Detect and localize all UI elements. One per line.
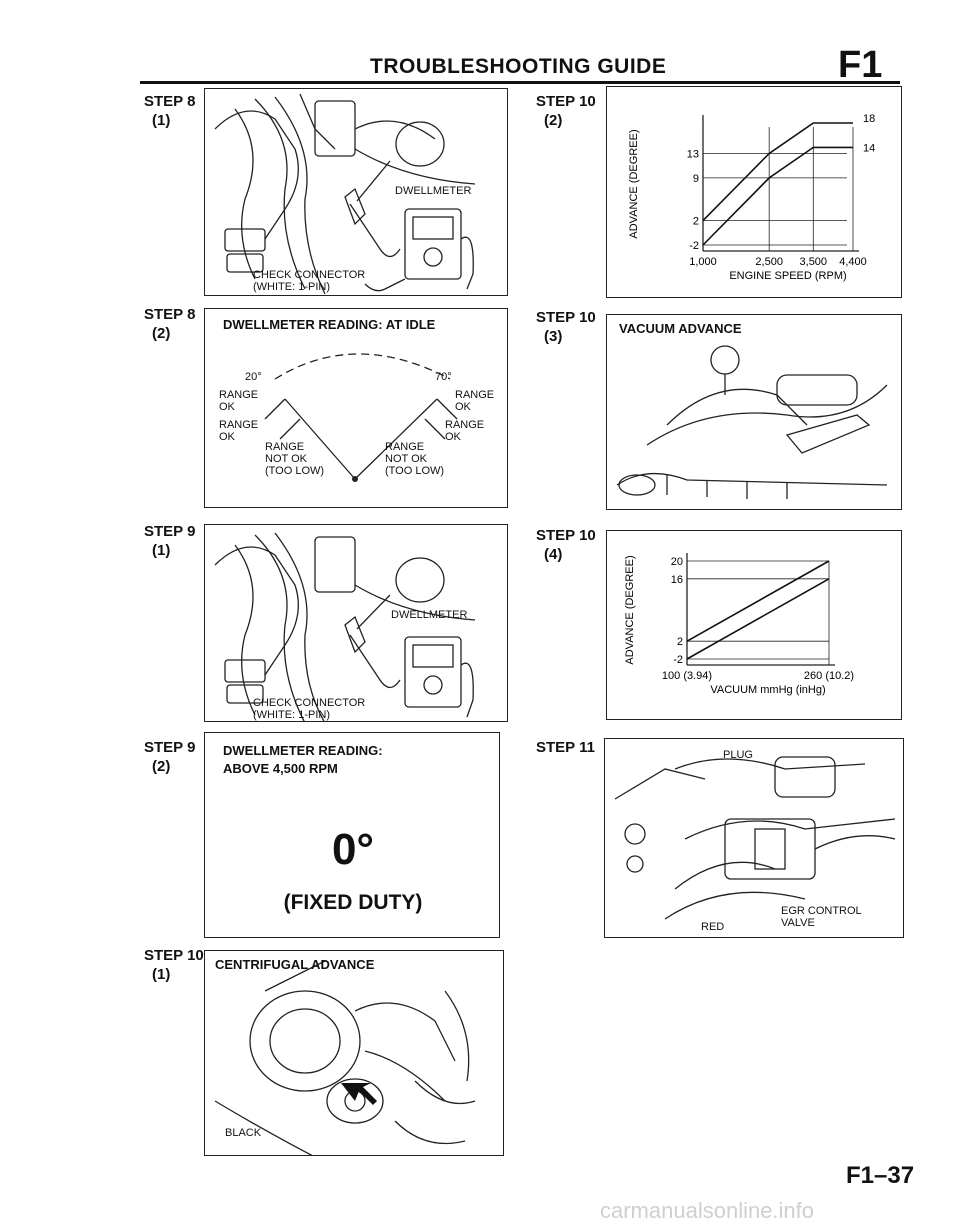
vacuum-title: VACUUM ADVANCE [619, 321, 742, 336]
step-11-label: STEP 11 [536, 739, 595, 756]
check-connector-label: CHECK CONNECTOR [253, 697, 366, 709]
figure-vacuum-chart: 20 16 2 -2 100 (3.94) 260 (10.2) ADVANCE (DEGR… [606, 530, 902, 720]
y-tick-label: 2 [693, 216, 699, 228]
step-10-1-label: STEP 10(1) [144, 947, 204, 983]
idle-gauge [264, 353, 458, 482]
x-tick-label: 4,400 [839, 256, 867, 268]
check-connector-detail: (WHITE: 1-PIN) [253, 709, 330, 721]
y-right-tick-label: 14 [863, 142, 875, 154]
check-connector-label: CHECK CONNECTOR [253, 269, 366, 281]
y-tick-label: -2 [673, 654, 683, 666]
figure-centrifugal-chart: 13 9 2 -2 1,000 2,500 3,500 4,400 18 14 ADVANCE (D… [606, 86, 902, 298]
step-8-2-label: STEP 8(2) [144, 306, 196, 342]
red-label: RED [701, 921, 725, 933]
figure-centrifugal-advance: CENTRIFUGAL ADVANCE BLACK [204, 950, 504, 1156]
x-tick-label: 1,000 [689, 256, 717, 268]
distributor-drawing [214, 960, 476, 1155]
x-tick-label: 2,500 [755, 256, 783, 268]
series-line-1 [686, 560, 830, 642]
y-tick-label: 9 [693, 173, 699, 185]
x-axis-title: VACUUM mmHg (inHg) [710, 684, 825, 696]
egr-drawing [614, 756, 896, 920]
page-title: TROUBLESHOOTING GUIDE [370, 55, 667, 78]
engine-drawing [214, 532, 476, 721]
centrifugal-advance-chart: 13 9 2 -2 1,000 2,500 3,500 4,400 18 14 ADVANCE (D… [628, 113, 875, 282]
step-9-1-label: STEP 9(1) [144, 523, 196, 559]
y-tick-label: 16 [671, 574, 683, 586]
step-8-1-label: STEP 8(1) [144, 93, 196, 129]
fixed-title-1: DWELLMETER READING: [223, 743, 383, 758]
step-9-2-label: STEP 9(2) [144, 739, 196, 775]
figure-vacuum-advance: VACUUM ADVANCE [606, 314, 902, 510]
idle-reading-title: DWELLMETER READING: AT IDLE [223, 317, 436, 332]
series-line-1 [702, 122, 853, 222]
y-axis-title: ADVANCE (DEGREE) [628, 129, 640, 238]
check-connector-detail: (WHITE: 1-PIN) [253, 281, 330, 293]
centrifugal-title: CENTRIFUGAL ADVANCE [215, 957, 375, 972]
fixed-title-2: ABOVE 4,500 RPM [223, 761, 338, 776]
plug-label: PLUG [723, 749, 753, 761]
fixed-note: (FIXED DUTY) [283, 891, 423, 914]
y-tick-label: 13 [687, 149, 699, 161]
page-number: F1–37 [846, 1162, 915, 1189]
dwellmeter-label: DWELLMETER [391, 609, 468, 621]
figure-idle-reading: DWELLMETER READING: AT IDLE 20° 70° RANG… [204, 308, 508, 508]
section-code: F1 [838, 44, 883, 86]
x-tick-label: 260 (10.2) [804, 670, 854, 682]
y-tick-label: -2 [689, 240, 699, 252]
y-tick-label: 2 [677, 636, 683, 648]
black-label: BLACK [225, 1127, 262, 1139]
vacuum-advance-chart: 20 16 2 -2 100 (3.94) 260 (10.2) ADVANCE (DEGR… [624, 553, 854, 696]
x-axis-title: ENGINE SPEED (RPM) [729, 270, 846, 282]
y-tick-label: 20 [671, 556, 683, 568]
x-tick-label: 100 (3.94) [662, 670, 712, 682]
header-rule [140, 81, 900, 84]
x-tick-label: 3,500 [800, 256, 828, 268]
step-10-4-label: STEP 10(4) [536, 527, 596, 563]
step-10-2-label: STEP 10(2) [536, 93, 596, 129]
watermark: carmanualsonline.info [600, 1198, 815, 1223]
y-axis-title: ADVANCE (DEGREE) [624, 555, 636, 664]
step-10-3-label: STEP 10(3) [536, 309, 596, 345]
figure-fixed-duty: DWELLMETER READING: ABOVE 4,500 RPM 0° (… [204, 732, 500, 938]
vacuum-drawing [616, 345, 888, 499]
deg-left: 20° [245, 371, 262, 383]
dwellmeter-label: DWELLMETER [395, 185, 472, 197]
series-line-2 [702, 146, 853, 246]
deg-right: 70° [435, 371, 452, 383]
series-line-2 [686, 578, 830, 660]
fixed-value: 0° [331, 825, 375, 874]
figure-dwellmeter-connection-2: DWELLMETER CHECK CONNECTOR (WHITE: 1-PIN… [204, 524, 508, 722]
engine-drawing [214, 93, 476, 295]
y-right-tick-label: 18 [863, 113, 875, 125]
figure-dwellmeter-connection-1: DWELLMETER CHECK CONNECTOR (WHITE: 1-PIN… [204, 88, 508, 296]
